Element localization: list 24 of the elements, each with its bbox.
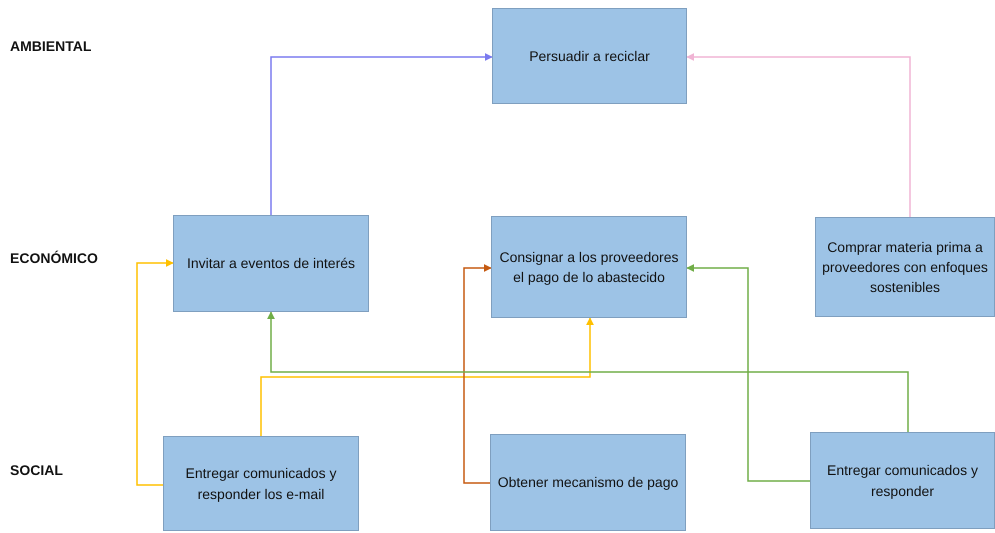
box-text: Invitar a eventos de interés <box>186 254 356 274</box>
arrow <box>463 264 492 484</box>
arrow <box>270 53 493 215</box>
process-box <box>491 216 687 318</box>
process-box <box>163 436 359 531</box>
process-box <box>173 215 369 312</box>
arrow <box>260 317 594 436</box>
box-text: Comprar materia prima a proveedores con enfoques sostenibles <box>822 238 988 298</box>
process-box <box>815 217 995 317</box>
arrow <box>686 264 810 482</box>
box-text: Obtener mecanismo de pago <box>498 473 678 492</box>
arrow <box>267 311 909 432</box>
row-label: ECONÓMICO <box>10 250 98 266</box>
box-text: Entregar comunicados y responder los e-mail <box>184 464 338 504</box>
arrow <box>136 259 174 486</box>
box-text: Consignar a los proveedores el pago de lo abastecido <box>498 248 680 287</box>
process-box <box>492 8 687 104</box>
row-label: SOCIAL <box>10 462 63 478</box>
process-box <box>490 434 686 531</box>
box-text: Entregar comunicados y responder <box>826 461 979 501</box>
box-text: Persuadir a reciclar <box>529 46 650 66</box>
row-label: AMBIENTAL <box>10 38 92 54</box>
process-box <box>810 432 995 529</box>
arrow <box>686 53 911 217</box>
